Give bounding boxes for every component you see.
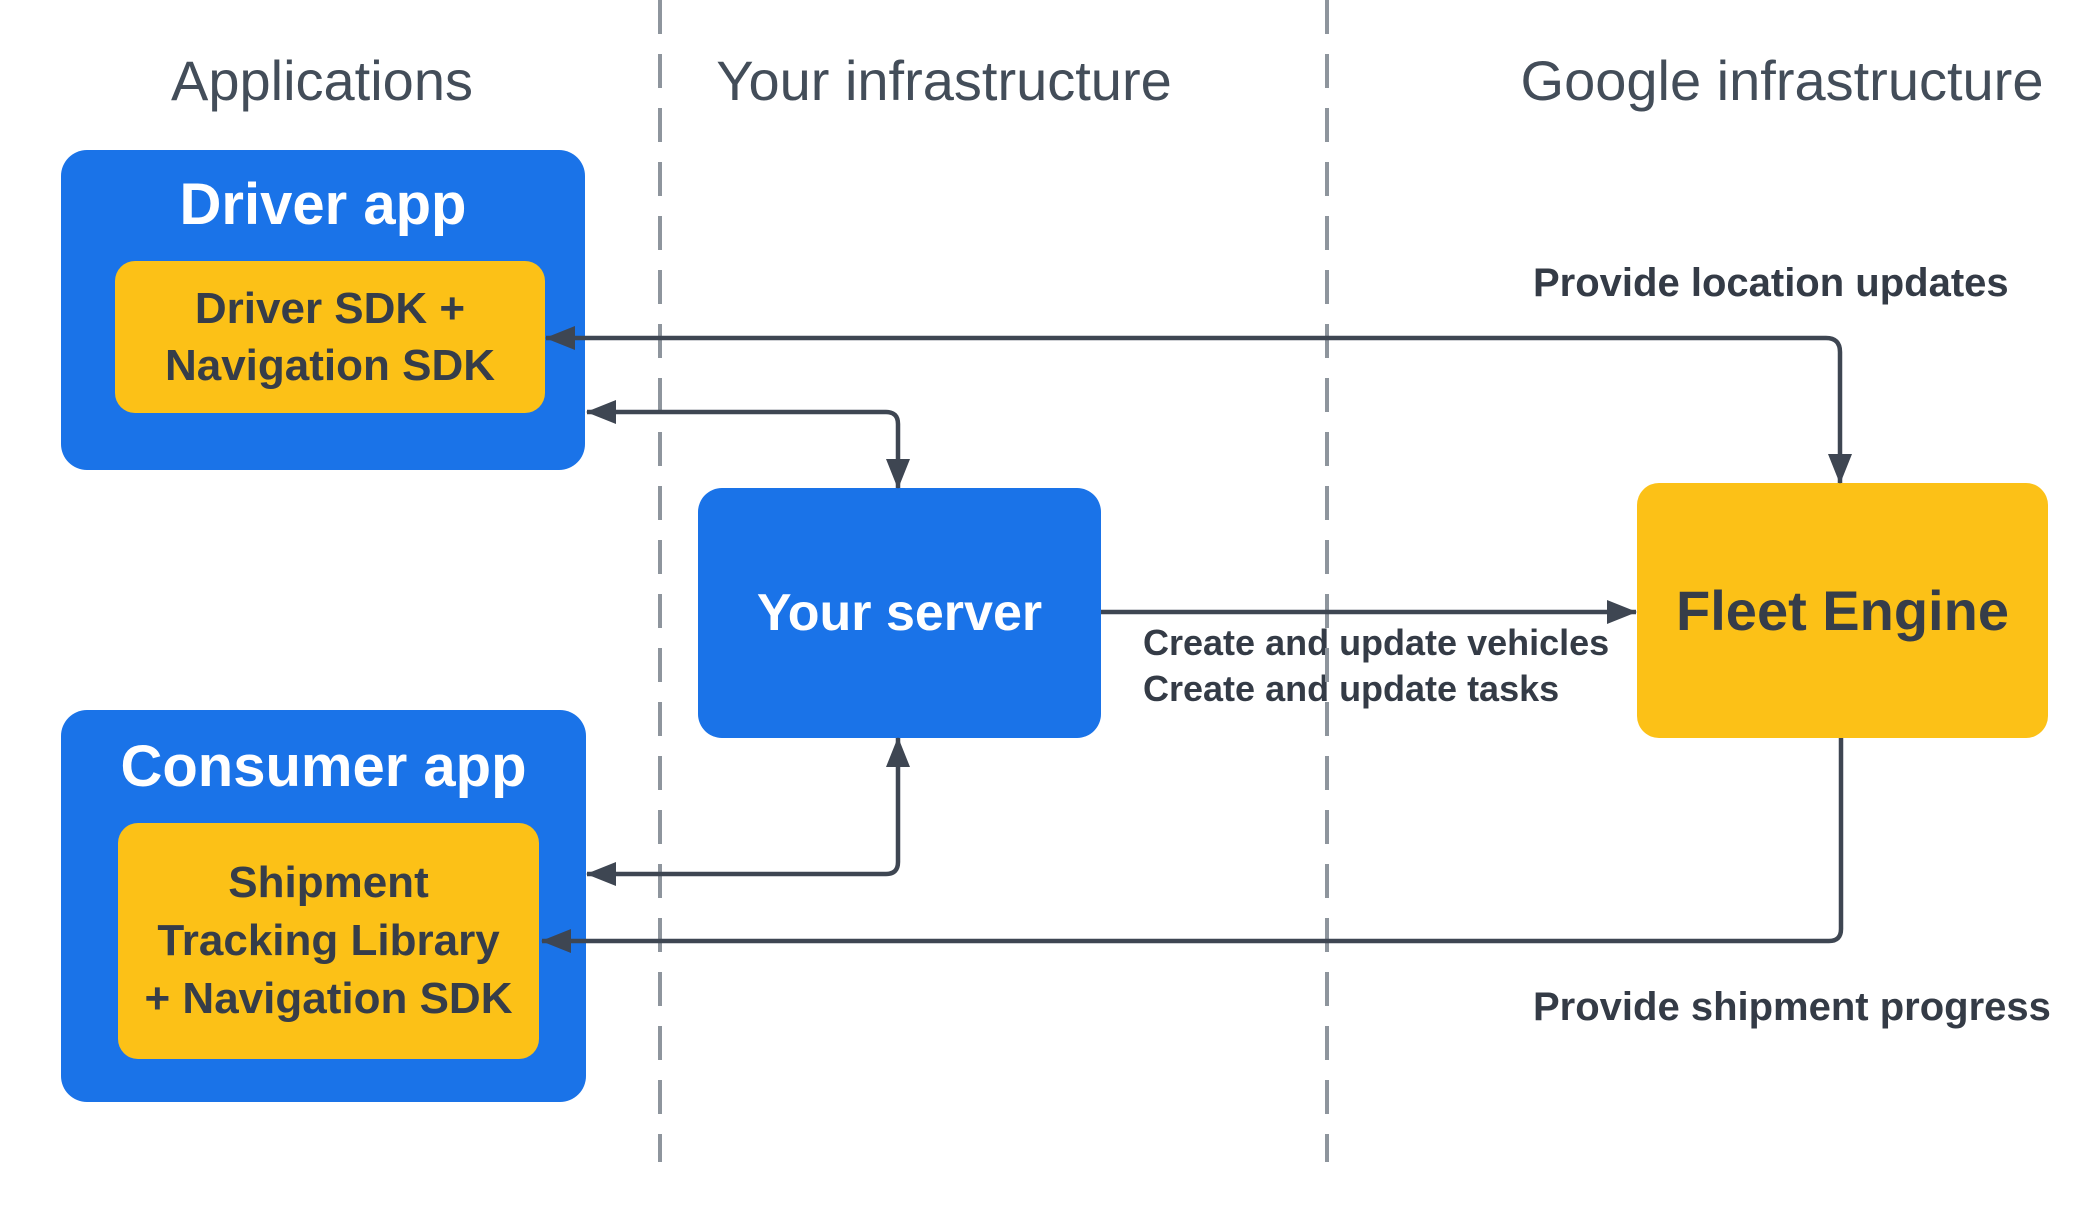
driver-sdk-label-line2: Navigation SDK — [164, 341, 496, 390]
create-update-vehicles-label: Create and update vehicles — [1143, 622, 1610, 663]
driver-app-title: Driver app — [179, 172, 467, 237]
provide-location-updates-label: Provide location updates — [1533, 261, 2009, 305]
shipment-sdk-label-line2: Tracking Library — [157, 916, 500, 965]
shipment-sdk-label-line1: Shipment — [228, 858, 429, 907]
consumer-app-title: Consumer app — [120, 734, 527, 799]
arrow-location-updates-fleet-engine-driver-sdk — [545, 326, 1852, 484]
driver-sdk-label-line1: Driver SDK + — [194, 284, 466, 333]
fleet-engine-title: Fleet Engine — [1676, 579, 2009, 642]
column-header-your-infrastructure: Your infrastructure — [716, 49, 1172, 112]
arrow-consumer-app-your-server — [586, 737, 910, 886]
column-header-google-infrastructure: Google infrastructure — [1520, 49, 2044, 112]
shipment-sdk-label-line3: + Navigation SDK — [144, 974, 513, 1023]
column-header-applications: Applications — [171, 49, 473, 112]
arrow-driver-app-your-server — [586, 400, 910, 489]
your-server-title: Your server — [756, 584, 1043, 642]
shipment-tracking-library-box: Shipment Tracking Library + Navigation S… — [118, 823, 539, 1059]
driver-sdk-box: Driver SDK + Navigation SDK — [115, 261, 545, 413]
provide-shipment-progress-label: Provide shipment progress — [1533, 985, 2051, 1029]
create-update-tasks-label: Create and update tasks — [1143, 668, 1560, 709]
arrow-fleet-engine-shipment-progress — [541, 738, 1844, 953]
fleet-engine-box: Fleet Engine — [1637, 483, 2048, 738]
your-server-box: Your server — [698, 488, 1101, 738]
create-update-label: Create and update vehicles Create and up… — [1143, 620, 1609, 712]
